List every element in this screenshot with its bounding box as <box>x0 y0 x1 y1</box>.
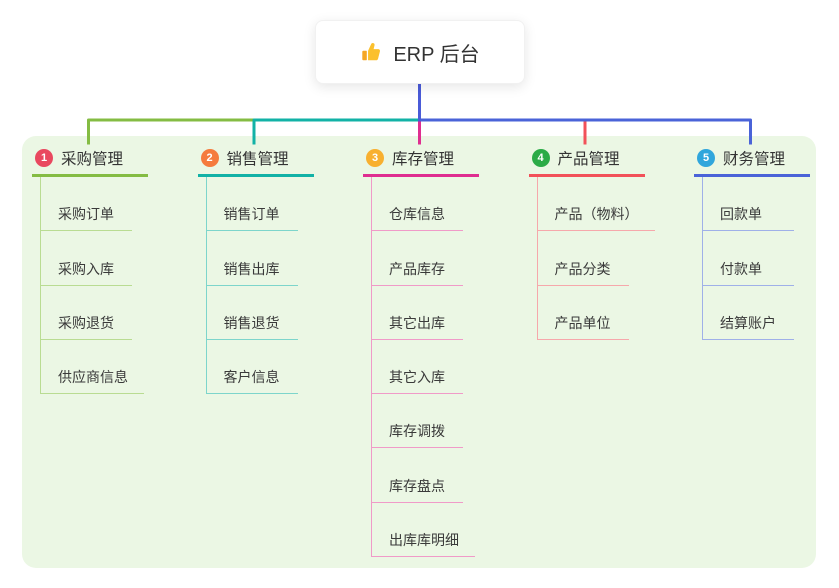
child-node[interactable]: 库存调拨 <box>372 394 475 449</box>
branch-label: 库存管理 <box>392 151 455 168</box>
child-label: 出库库明细 <box>372 530 475 558</box>
child-node[interactable]: 结算账户 <box>703 286 794 340</box>
child-node[interactable]: 付款单 <box>703 231 794 286</box>
thumbs-up-icon <box>360 41 383 64</box>
child-label: 产品库存 <box>372 259 463 286</box>
child-label: 客户信息 <box>206 367 298 395</box>
branch-children: 采购订单采购入库采购退货供应商信息 <box>40 177 144 395</box>
root-node[interactable]: ERP 后台 <box>315 20 525 84</box>
branch-title-node[interactable]: 5 财务管理 <box>694 148 810 177</box>
child-node[interactable]: 采购订单 <box>41 177 144 232</box>
child-node[interactable]: 产品分类 <box>537 231 655 286</box>
branch-title-node[interactable]: 3 库存管理 <box>363 148 479 177</box>
root-title: ERP 后台 <box>393 43 480 66</box>
child-label: 库存调拨 <box>372 421 463 449</box>
branch-number-badge: 5 <box>697 149 715 167</box>
child-node[interactable]: 产品（物料） <box>537 177 655 232</box>
child-node[interactable]: 仓库信息 <box>372 177 475 232</box>
branch-title-node[interactable]: 2 销售管理 <box>197 148 314 177</box>
child-label: 销售退货 <box>206 313 298 340</box>
child-label: 销售出库 <box>206 259 298 286</box>
branch-number-badge: 1 <box>35 149 53 167</box>
child-node[interactable]: 回款单 <box>703 177 794 232</box>
child-label: 采购入库 <box>41 259 132 286</box>
child-label: 产品单位 <box>537 313 629 340</box>
child-label: 其它入库 <box>372 367 463 395</box>
branch-children: 销售订单销售出库销售退货客户信息 <box>205 177 298 395</box>
branch-children: 仓库信息产品库存其它出库其它入库库存调拨库存盘点出库库明细 <box>371 177 475 558</box>
child-label: 回款单 <box>703 204 794 232</box>
child-node[interactable]: 销售退货 <box>206 286 298 340</box>
branch: 2 销售管理 销售订单销售出库销售退货客户信息 <box>197 148 314 395</box>
branch-children: 回款单付款单结算账户 <box>702 177 794 340</box>
child-label: 供应商信息 <box>41 367 144 395</box>
branch: 3 库存管理 仓库信息产品库存其它出库其它入库库存调拨库存盘点出库库明细 <box>363 148 479 558</box>
child-node[interactable]: 库存盘点 <box>372 448 475 503</box>
child-label: 采购订单 <box>41 204 132 232</box>
branch-number-badge: 3 <box>366 149 384 167</box>
branch: 5 财务管理 回款单付款单结算账户 <box>694 148 810 340</box>
child-node[interactable]: 销售出库 <box>206 231 298 286</box>
child-node[interactable]: 产品库存 <box>372 231 475 286</box>
branch: 1 采购管理 采购订单采购入库采购退货供应商信息 <box>32 148 148 395</box>
child-node[interactable]: 其它入库 <box>372 340 475 395</box>
child-node[interactable]: 采购退货 <box>41 286 144 340</box>
child-label: 付款单 <box>703 259 794 286</box>
child-label: 仓库信息 <box>372 204 463 232</box>
branch-children: 产品（物料） 产品分类产品单位 <box>536 177 655 340</box>
branch-label: 销售管理 <box>226 151 289 168</box>
child-node[interactable]: 供应商信息 <box>41 340 144 395</box>
branch-number-badge: 4 <box>531 149 550 167</box>
child-label: 产品分类 <box>537 259 629 286</box>
child-node[interactable]: 出库库明细 <box>372 503 475 558</box>
background-panel <box>22 136 816 568</box>
child-node[interactable]: 产品单位 <box>537 286 655 340</box>
branch-label: 财务管理 <box>723 151 786 168</box>
child-label: 结算账户 <box>703 313 794 340</box>
child-label: 销售订单 <box>206 204 298 232</box>
branch-label: 产品管理 <box>557 151 620 168</box>
branch-number-badge: 2 <box>200 149 219 167</box>
child-label: 其它出库 <box>372 313 463 340</box>
child-label: 产品（物料） <box>537 204 655 232</box>
branch-title-node[interactable]: 1 采购管理 <box>32 148 148 177</box>
child-label: 采购退货 <box>41 313 132 340</box>
branch: 4 产品管理 产品（物料） 产品分类产品单位 <box>528 148 655 340</box>
child-node[interactable]: 其它出库 <box>372 286 475 340</box>
child-label: 库存盘点 <box>372 476 463 503</box>
child-node[interactable]: 销售订单 <box>206 177 298 232</box>
child-node[interactable]: 采购入库 <box>41 231 144 286</box>
branch-label: 采购管理 <box>61 151 124 168</box>
child-node[interactable]: 客户信息 <box>206 340 298 395</box>
branch-title-node[interactable]: 4 产品管理 <box>528 148 645 177</box>
